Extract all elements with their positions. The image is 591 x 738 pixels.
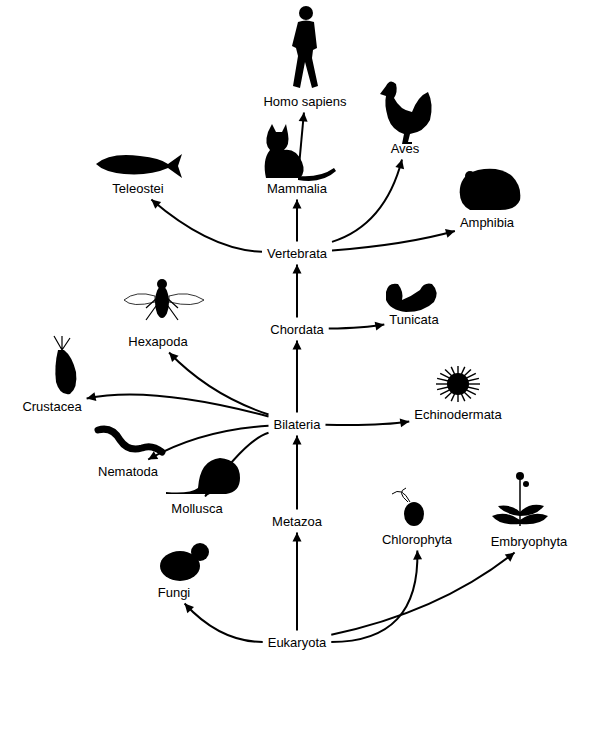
- fish-silhouette: [96, 154, 182, 178]
- taxon-label: Metazoa: [270, 513, 324, 530]
- taxon-label: Chordata: [268, 321, 325, 338]
- branch-arrow: [185, 604, 263, 643]
- branch-arrow: [332, 160, 404, 242]
- cat-silhouette: [265, 124, 336, 181]
- fungi-silhouette: [160, 543, 209, 581]
- taxon-label: Homo sapiens: [261, 93, 348, 110]
- urchin-silhouette: [436, 366, 480, 402]
- branch-arrow: [292, 533, 301, 631]
- taxon-name: Crustacea: [22, 399, 81, 414]
- branch-arrow: [293, 200, 302, 242]
- arrow-head: [400, 418, 410, 427]
- taxon-name: Nematoda: [98, 464, 158, 479]
- branch-line: [296, 533, 298, 631]
- arrow-head: [185, 604, 194, 614]
- nematode-silhouette: [98, 429, 162, 452]
- taxon-label: Amphibia: [458, 214, 516, 231]
- arrow-head: [292, 533, 301, 542]
- taxon-label: Nematoda: [96, 463, 160, 480]
- human-silhouette: [292, 6, 318, 88]
- fly-silhouette: [124, 279, 204, 320]
- taxon-name: Fungi: [158, 585, 191, 600]
- taxon-label: Chlorophyta: [380, 531, 454, 548]
- taxon-name: Eukaryota: [268, 635, 327, 650]
- taxon-name: Homo sapiens: [263, 94, 346, 109]
- taxon-label: Aves: [389, 140, 422, 157]
- branch-arrow: [292, 265, 301, 318]
- branch-line: [332, 231, 455, 250]
- arrow-head: [87, 392, 97, 401]
- arrow-head: [292, 265, 301, 274]
- branch-arrow: [331, 553, 514, 635]
- branch-line: [296, 341, 298, 413]
- taxon-label: Vertebrata: [265, 245, 329, 262]
- branch-line: [151, 200, 262, 252]
- taxon-name: Vertebrata: [267, 246, 327, 261]
- taxon-name: Teleostei: [112, 181, 163, 196]
- branch-line: [325, 421, 409, 424]
- arrow-head: [151, 200, 161, 209]
- taxon-label: Hexapoda: [126, 333, 189, 350]
- branch-arrow: [325, 418, 409, 427]
- branch-line: [185, 604, 263, 643]
- taxon-label: Mammalia: [265, 180, 329, 197]
- arrow-head: [395, 160, 404, 170]
- taxon-label: Tunicata: [387, 311, 440, 328]
- taxon-name: Chlorophyta: [382, 532, 452, 547]
- branch-line: [331, 553, 514, 635]
- taxon-label: Embryophyta: [489, 533, 570, 550]
- branch-arrow: [151, 200, 262, 252]
- arrow-head: [169, 353, 178, 363]
- tunicate-silhouette: [386, 284, 437, 312]
- taxon-label: Teleostei: [110, 180, 165, 197]
- taxon-label: Mollusca: [169, 500, 224, 517]
- taxon-name: Mammalia: [267, 181, 327, 196]
- branch-arrow: [293, 436, 302, 510]
- crustacean-silhouette: [54, 336, 76, 394]
- taxon-name: Bilateria: [274, 417, 321, 432]
- taxon-name: Aves: [391, 141, 420, 156]
- snail-silhouette: [166, 458, 240, 494]
- taxon-name: Mollusca: [171, 501, 222, 516]
- taxon-name: Embryophyta: [491, 534, 568, 549]
- branch-arrow: [331, 551, 422, 643]
- branch-line: [87, 394, 269, 416]
- arrow-head: [292, 341, 301, 350]
- taxon-name: Metazoa: [272, 514, 322, 529]
- taxon-label: Eukaryota: [266, 634, 329, 651]
- taxon-label: Fungi: [156, 584, 193, 601]
- branch-arrow: [169, 353, 268, 415]
- frog-silhouette: [460, 169, 521, 210]
- taxon-name: Tunicata: [389, 312, 438, 327]
- branch-line: [169, 353, 268, 415]
- branch-line: [296, 436, 298, 510]
- plant-silhouette: [492, 472, 548, 526]
- taxon-name: Chordata: [270, 322, 323, 337]
- arrow-head: [299, 113, 308, 122]
- taxon-name: Echinodermata: [414, 407, 501, 422]
- alga-silhouette: [392, 488, 424, 526]
- arrow-head: [413, 551, 422, 560]
- arrow-head: [505, 553, 515, 562]
- taxon-name: Hexapoda: [128, 334, 187, 349]
- taxon-label: Bilateria: [272, 416, 323, 433]
- branch-line: [332, 160, 402, 242]
- taxon-name: Amphibia: [460, 215, 514, 230]
- taxon-label: Echinodermata: [412, 406, 503, 423]
- rooster-silhouette: [380, 81, 432, 144]
- arrow-head: [293, 200, 302, 209]
- branch-line: [331, 551, 417, 643]
- taxon-label: Crustacea: [20, 398, 83, 415]
- arrow-head: [293, 436, 302, 445]
- arrow-head: [375, 322, 385, 331]
- branch-arrow: [292, 341, 301, 413]
- branch-arrow: [332, 229, 455, 250]
- arrow-head: [445, 229, 455, 238]
- branch-arrow: [329, 322, 385, 331]
